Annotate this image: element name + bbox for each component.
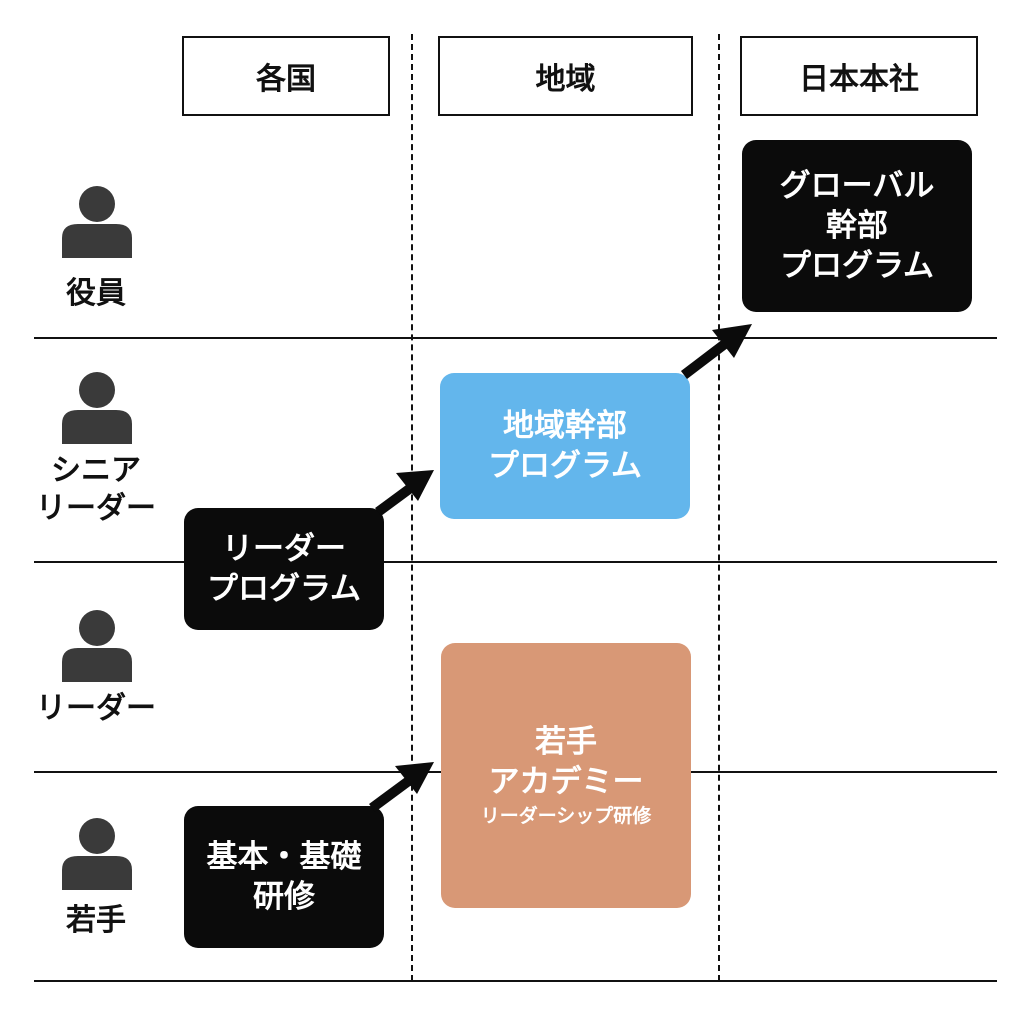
role-label-young: 若手 xyxy=(26,902,166,940)
program-line: 地域幹部 xyxy=(503,408,627,444)
column-header-country: 各国 xyxy=(182,36,390,116)
row-divider-4 xyxy=(34,980,997,982)
program-line: 基本・基礎 xyxy=(206,839,362,875)
person-icon xyxy=(62,818,132,890)
column-header-hq: 日本本社 xyxy=(740,36,978,116)
program-line: 研修 xyxy=(253,879,315,915)
role-label-senior-leader: シニア リーダー xyxy=(26,452,166,528)
regional-executive-program-box: 地域幹部 プログラム xyxy=(440,373,690,519)
program-line: プログラム xyxy=(487,448,643,484)
role-label-line: 若手 xyxy=(66,903,126,938)
basic-training-box: 基本・基礎 研修 xyxy=(184,806,384,948)
program-line: プログラム xyxy=(206,571,362,607)
person-icon xyxy=(62,186,132,258)
person-icon xyxy=(62,372,132,444)
column-divider-1 xyxy=(411,34,413,981)
program-line: アカデミー xyxy=(488,763,644,800)
row-divider-1 xyxy=(34,337,997,339)
column-header-region: 地域 xyxy=(438,36,693,116)
role-label-line: 役員 xyxy=(66,276,126,311)
global-executive-program-box: グローバル 幹部 プログラム xyxy=(742,140,972,312)
program-line: 幹部 xyxy=(826,208,888,244)
program-line: 若手 xyxy=(535,723,597,760)
program-line: グローバル xyxy=(779,168,935,204)
arrow-icon xyxy=(680,324,752,379)
program-subtitle: リーダーシップ研修 xyxy=(480,804,652,827)
program-line: プログラム xyxy=(779,248,935,284)
leader-program-box: リーダー プログラム xyxy=(184,508,384,630)
role-label-line: シニア xyxy=(51,453,141,488)
young-academy-box: 若手 アカデミー リーダーシップ研修 xyxy=(441,643,691,908)
row-divider-2 xyxy=(34,561,997,563)
arrow-icon xyxy=(375,470,434,517)
person-icon xyxy=(62,610,132,682)
column-divider-2 xyxy=(718,34,720,981)
role-label-executive: 役員 xyxy=(26,275,166,313)
role-label-line: リーダー xyxy=(36,691,156,726)
arrow-icon xyxy=(369,762,434,813)
role-label-leader: リーダー xyxy=(26,690,166,728)
role-label-line: リーダー xyxy=(36,491,156,526)
program-line: リーダー xyxy=(222,531,346,567)
